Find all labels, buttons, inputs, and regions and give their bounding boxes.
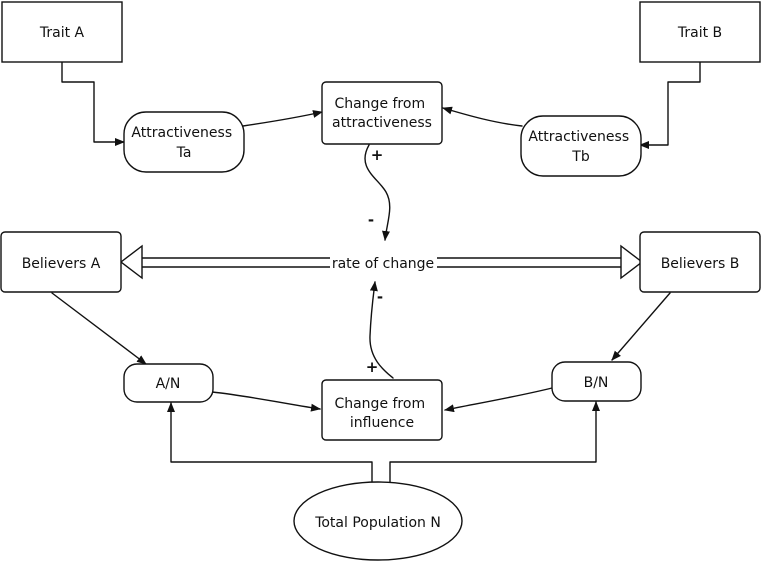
flow-pipe bbox=[119, 244, 644, 280]
polarity-signs: + - + - bbox=[366, 146, 384, 376]
node-believers-a-label: Believers A bbox=[22, 256, 101, 272]
node-believers-b[interactable]: Believers B bbox=[639, 231, 761, 293]
link-tb-to-change-attr bbox=[442, 106, 523, 127]
node-change-from-influence-label: Change from influence bbox=[334, 396, 429, 431]
node-believers-a[interactable]: Believers A bbox=[0, 231, 122, 293]
sign-minus-influence: - bbox=[377, 288, 383, 306]
link-change-infl-to-rate bbox=[369, 281, 394, 379]
node-believers-b-label: Believers B bbox=[661, 256, 740, 272]
node-rate-of-change-label: rate of change bbox=[332, 256, 434, 272]
node-attractiveness-tb-label: Attractiveness Tb bbox=[528, 129, 633, 165]
node-attractiveness-tb[interactable]: Attractiveness Tb bbox=[520, 115, 642, 177]
node-attractiveness-ta[interactable]: Attractiveness Ta bbox=[123, 111, 245, 173]
link-change-attr-to-rate bbox=[364, 144, 391, 241]
sign-plus-influence: + bbox=[366, 358, 379, 376]
node-b-over-n-label: B/N bbox=[584, 375, 609, 391]
node-total-population[interactable]: Total Population N bbox=[293, 481, 463, 561]
node-b-over-n[interactable]: B/N bbox=[551, 361, 642, 402]
flow-arrowhead-left bbox=[119, 244, 143, 280]
node-attractiveness-ta-label: Attractiveness Ta bbox=[131, 125, 236, 161]
node-change-from-attractiveness-label: Change from attractiveness bbox=[332, 96, 432, 131]
sign-minus-attractiveness: - bbox=[368, 211, 374, 229]
node-change-from-influence[interactable]: Change from influence bbox=[321, 379, 443, 441]
link-total-to-an bbox=[167, 402, 373, 483]
sign-plus-attractiveness: + bbox=[371, 146, 384, 164]
node-total-population-label: Total Population N bbox=[314, 515, 441, 531]
node-a-over-n-label: A/N bbox=[156, 376, 181, 392]
node-trait-a[interactable]: Trait A bbox=[1, 1, 123, 63]
link-trait-a-to-attractiveness-ta bbox=[61, 61, 125, 146]
connectors bbox=[51, 61, 701, 483]
flow-arrowhead-right bbox=[620, 244, 644, 280]
node-trait-a-label: Trait A bbox=[39, 25, 85, 41]
link-ta-to-change-attr bbox=[242, 110, 323, 127]
link-trait-b-to-attractiveness-tb bbox=[639, 61, 701, 149]
node-rate-of-change[interactable]: rate of change bbox=[330, 250, 437, 276]
node-trait-b[interactable]: Trait B bbox=[639, 1, 761, 63]
link-an-to-change-infl bbox=[211, 391, 321, 412]
node-change-from-attractiveness[interactable]: Change from attractiveness bbox=[321, 81, 443, 145]
node-trait-b-label: Trait B bbox=[677, 25, 722, 41]
link-bn-to-change-infl bbox=[444, 387, 553, 413]
link-total-to-bn bbox=[389, 401, 600, 483]
node-a-over-n[interactable]: A/N bbox=[123, 363, 214, 403]
link-believers-a-to-an bbox=[51, 292, 147, 365]
link-believers-b-to-bn bbox=[611, 292, 671, 361]
